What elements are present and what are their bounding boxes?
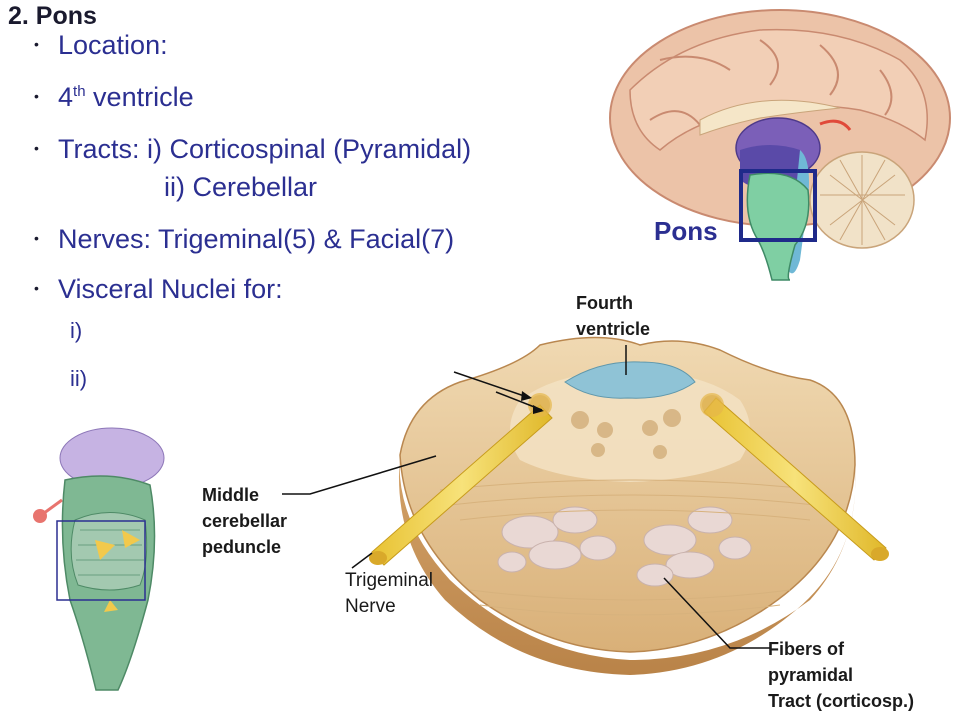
corpus-callosum	[699, 99, 841, 136]
brainstem-green	[746, 172, 810, 281]
tegmentum-region	[510, 371, 750, 482]
leader-trigeminal	[351, 552, 373, 569]
pons-cross-section	[369, 336, 889, 675]
arbor-vitae	[820, 155, 905, 245]
bullet-ventricle-num: 4	[58, 82, 74, 112]
bullet-dot: •	[34, 139, 39, 156]
trigeminal-nucleus-left	[528, 393, 552, 417]
bullet-ventricle-rest: ventricle	[85, 82, 194, 112]
bullet-nerves-text: Nerves: Trigeminal(5) & Facial(7)	[58, 224, 455, 254]
bullet-dot: •	[34, 229, 39, 246]
sulci-lines	[649, 39, 893, 126]
bullet-ventricle-sup: th	[73, 83, 86, 100]
arrowhead-lower	[533, 405, 544, 414]
trigeminal-nerve-right-end	[871, 547, 889, 561]
leader-middle-peduncle	[282, 455, 437, 495]
bullet-tracts-cerebellar: ii) Cerebellar	[164, 172, 318, 202]
bullet-location: • Location:	[34, 30, 168, 61]
arrowhead-upper	[521, 391, 532, 401]
nerve-roots-small	[95, 530, 140, 612]
bullet-nerves: • Nerves: Trigeminal(5) & Facial(7)	[34, 224, 454, 255]
bullet-visceral-text: Visceral Nuclei for:	[58, 274, 283, 304]
infundibulum-small	[39, 498, 63, 518]
label-fibers-line3: Tract (corticosp.)	[768, 691, 915, 711]
brainstem-small-illustration	[33, 427, 165, 691]
label-fourth-ventricle-line1: Fourth	[576, 293, 633, 313]
brain-sagittal-illustration	[609, 9, 951, 281]
label-pons: Pons	[654, 216, 718, 246]
transverse-fibers	[439, 479, 821, 616]
bullet-tracts: • Tracts: i) Corticospinal (Pyramidal)	[34, 134, 471, 165]
label-middle-cerebellar-peduncle: Middle cerebellar peduncle	[202, 482, 287, 560]
fourth-ventricle-section	[564, 361, 696, 399]
bullet-tracts-text: Tracts: i) Corticospinal (Pyramidal)	[58, 134, 472, 164]
pons-highlight-box	[739, 169, 817, 242]
sub-item-ii: ii)	[70, 366, 88, 391]
label-fibers-line1: Fibers of	[768, 639, 845, 659]
trigeminal-nucleus-right	[700, 393, 724, 417]
arrowheads	[521, 391, 544, 414]
label-trigeminal-line1: Trigeminal	[345, 570, 433, 591]
bullet-dot: •	[34, 87, 39, 104]
pineal-accent	[819, 119, 852, 131]
slide-title: 2. Pons	[8, 2, 97, 30]
pons-small-shape	[70, 512, 148, 591]
label-middle-line3: peduncle	[202, 537, 282, 557]
bullet-ventricle: • 4th ventricle	[34, 82, 194, 113]
pons-small-highlight-box	[56, 520, 146, 601]
label-fourth-ventricle: Fourth ventricle	[576, 290, 650, 342]
pyramidal-fiber-bundles	[497, 506, 752, 587]
label-middle-line2: cerebellar	[202, 511, 288, 531]
bullet-location-text: Location:	[58, 30, 168, 60]
label-pyramidal-fibers: Fibers of pyramidal Tract (corticosp.)	[768, 636, 914, 714]
bullet-visceral: • Visceral Nuclei for:	[34, 274, 283, 305]
label-fibers-line2: pyramidal	[768, 665, 854, 685]
trigeminal-nerve-left-end	[369, 551, 387, 565]
leader-arrow-upper	[453, 371, 531, 399]
leader-pyramidal	[663, 577, 770, 649]
bullet-dot: •	[34, 35, 39, 52]
bullet-dot: •	[34, 279, 39, 296]
label-middle-line1: Middle	[202, 485, 259, 505]
label-fourth-ventricle-line2: ventricle	[576, 319, 651, 339]
sub-item-i: i)	[70, 318, 83, 343]
label-trigeminal-line2: Nerve	[345, 596, 396, 617]
label-trigeminal-nerve: Trigeminal Nerve	[345, 568, 433, 620]
